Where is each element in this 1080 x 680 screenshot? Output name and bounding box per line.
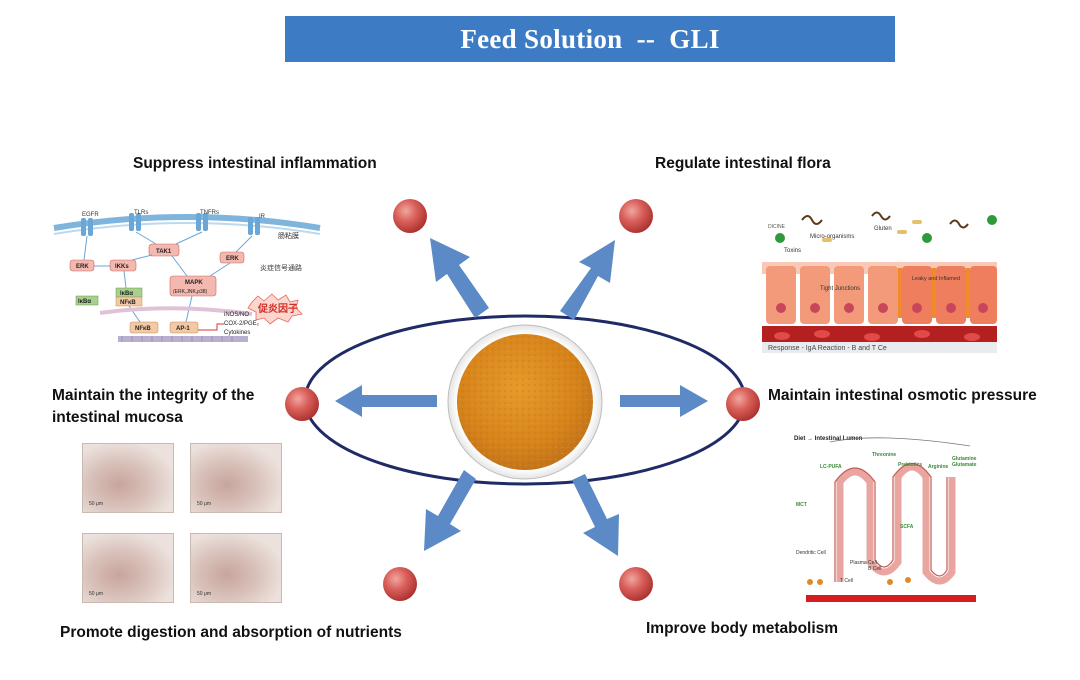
node-bottom-left <box>383 567 417 601</box>
label-regulate-flora: Regulate intestinal flora <box>655 155 831 172</box>
intestinal-flora-figure: DICINE Micro-organisms Gluten Toxins Tig… <box>762 208 997 353</box>
histology-image-1: 50 μm <box>82 443 174 513</box>
output-cox2: COX-2/PGE₂ <box>224 321 260 327</box>
inflammation-pathway-figure: EGFR TLRs TNFRs IR 肠粘膜 炎症信号通路 ERK IKKs T… <box>52 208 322 348</box>
met-label-plasma: Plasma Cell <box>850 560 877 566</box>
met-label-glutamate: Glutamate <box>952 462 977 468</box>
node-ikks: IKKs <box>115 264 129 270</box>
membrane-label: 肠粘膜 <box>278 231 299 240</box>
signal-pathway-label: 炎症信号通路 <box>260 263 302 272</box>
met-label-mct: MCT <box>796 502 807 508</box>
scale-label-3: 50 μm <box>89 591 103 597</box>
node-nfkb-lower: NFκB <box>135 326 151 332</box>
node-mid-right <box>726 387 760 421</box>
label-osmotic-pressure: Maintain intestinal osmotic pressure <box>768 387 1037 404</box>
receptor-egfr: EGFR <box>82 212 99 218</box>
receptor-tnfrs: TNFRs <box>200 210 219 216</box>
feed-powder-image <box>447 324 603 480</box>
title-banner: Feed Solution -- GLI <box>285 16 895 62</box>
node-ikba-free: IκBα <box>78 299 91 305</box>
node-top-left <box>393 199 427 233</box>
output-cytokines: Cytokines <box>224 330 250 336</box>
met-label-bcell: B Cell <box>868 566 881 572</box>
met-label-scfa: SCFA <box>900 524 914 530</box>
scale-label-1: 50 μm <box>89 501 103 507</box>
arrow-down-right <box>572 474 619 556</box>
arrow-down-left <box>424 470 476 551</box>
svg-text:DICINE: DICINE <box>768 224 786 230</box>
scale-label-4: 50 μm <box>197 591 211 597</box>
met-label-threonine: Threonine <box>872 452 896 458</box>
met-label-dendritic: Dendritic Cell <box>796 550 826 556</box>
flora-label-leaky-inflamed: Leaky and Inflamed <box>912 276 960 282</box>
label-body-metabolism: Improve body metabolism <box>646 620 839 637</box>
page-title: Feed Solution -- GLI <box>460 23 720 54</box>
node-mapk-members: (ERK,JNK,p38) <box>173 289 208 295</box>
node-erk-right: ERK <box>226 256 239 262</box>
metabolism-header: Diet → Intestinal Lumen <box>794 436 863 442</box>
factor-badge: 促炎因子 <box>257 302 298 315</box>
flora-response-text: Response - IgA Reaction - B and T Ce <box>768 345 887 352</box>
met-label-tcell: T Cell <box>840 578 853 584</box>
flora-label-toxins: Toxins <box>784 248 801 254</box>
histology-image-3: 50 μm <box>82 533 174 603</box>
node-mapk: MAPK <box>185 280 203 286</box>
node-erk-left: ERK <box>76 264 89 270</box>
arrow-left <box>335 385 437 417</box>
arrow-right <box>620 385 708 417</box>
scale-label-2: 50 μm <box>197 501 211 507</box>
node-ikba-upper: IκBα <box>120 291 133 297</box>
label-mucosa-integrity-line2: intestinal mucosa <box>52 409 183 426</box>
arrow-up-left <box>430 238 489 318</box>
met-label-prebiotics: Prebiotics <box>898 462 922 468</box>
met-label-arginine: Arginine <box>928 464 948 470</box>
node-tak1: TAK1 <box>156 249 172 255</box>
node-nfkb-upper: NFκB <box>120 300 136 306</box>
metabolism-figure: Diet → Intestinal Lumen LC-PUFA Threonin… <box>780 432 985 605</box>
receptor-tlrs: TLRs <box>134 210 148 216</box>
flora-label-microorganisms: Micro-organisms <box>810 234 854 240</box>
flora-label-gluten: Gluten <box>874 226 892 232</box>
met-label-lcpufa: LC-PUFA <box>820 464 842 470</box>
flora-label-tight-junctions: Tight Junctions <box>820 286 860 292</box>
label-mucosa-integrity-line1: Maintain the integrity of the <box>52 387 255 404</box>
histology-image-4: 50 μm <box>190 533 282 603</box>
histology-image-2: 50 μm <box>190 443 282 513</box>
met-label-glutamine: Glutamine <box>952 456 977 462</box>
node-top-right <box>619 199 653 233</box>
node-mid-left <box>285 387 319 421</box>
node-ap1: AP-1 <box>176 326 190 332</box>
node-bottom-right <box>619 567 653 601</box>
label-digestion-absorption: Promote digestion and absorption of nutr… <box>60 624 402 641</box>
arrow-up-right <box>560 240 615 320</box>
output-inos: iNOS/NO <box>224 312 249 318</box>
receptor-ir: IR <box>259 214 266 220</box>
label-suppress-inflammation: Suppress intestinal inflammation <box>133 155 377 172</box>
